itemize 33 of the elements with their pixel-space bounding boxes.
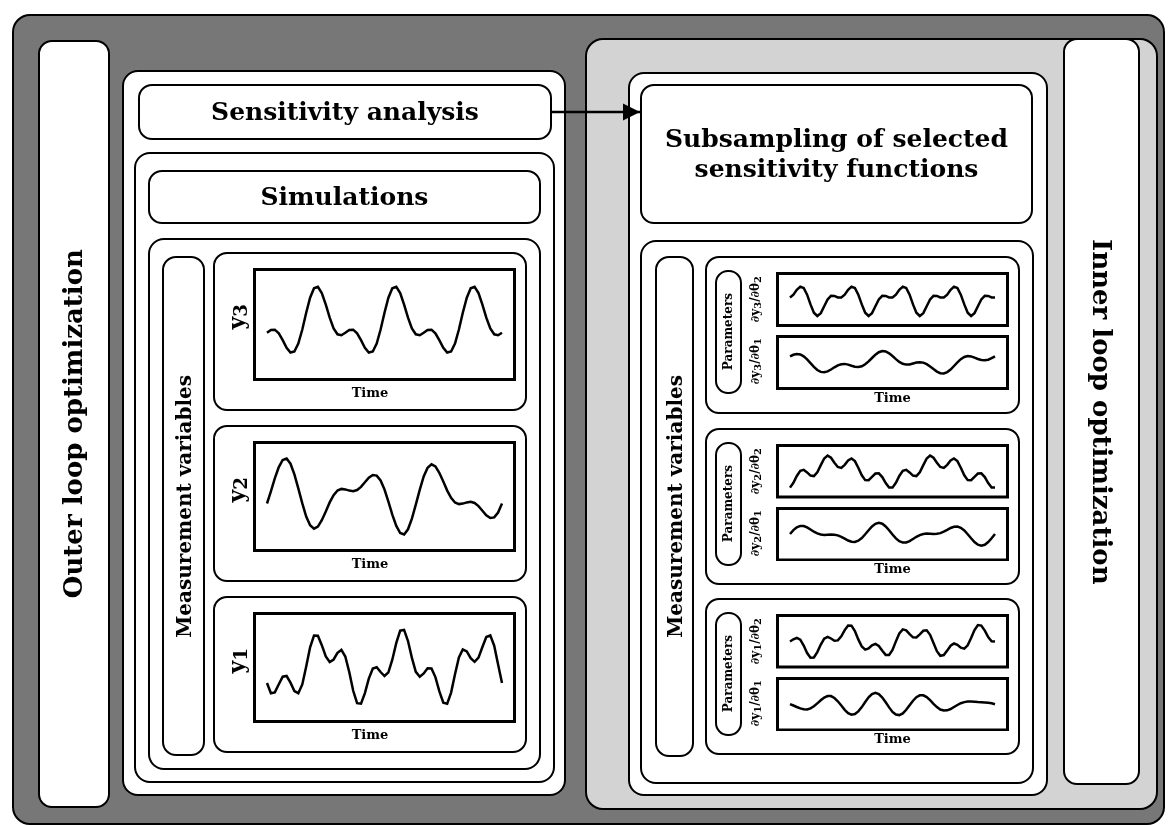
parameters-box: [715, 270, 742, 394]
plot-panel: [213, 596, 527, 753]
box-label: Sensitivity analysis: [210, 97, 480, 127]
plot-panel: [705, 598, 1020, 755]
axis-label: Time: [873, 390, 912, 406]
label-box: [38, 40, 110, 808]
box-label: Measurement variables: [662, 375, 687, 638]
box-label: Simulations: [259, 182, 430, 212]
box-label: Parameters: [721, 635, 736, 713]
label-box: [162, 256, 205, 756]
box-label: Measurement variables: [171, 374, 196, 638]
plot-panel: [213, 252, 527, 411]
arrow: [552, 103, 640, 121]
parameters-box: [715, 612, 742, 736]
box-label: Parameters: [721, 465, 736, 543]
axis-label: Time: [873, 731, 912, 747]
parameters-box: [715, 442, 742, 566]
box-label: Subsampling of selected sensitivity functions: [664, 124, 1009, 184]
axis-label: Time: [350, 556, 390, 572]
plot-panel: [213, 425, 527, 582]
process-box: [148, 170, 541, 224]
process-box: [640, 84, 1033, 224]
box-label: Inner loop optimization: [1086, 238, 1118, 585]
box-label: Parameters: [721, 293, 736, 371]
plot-panel: [705, 256, 1020, 414]
process-box: [138, 84, 552, 140]
label-box: [1063, 38, 1140, 785]
axis-label: Time: [350, 385, 390, 401]
box-label: Outer loop optimization: [58, 249, 90, 599]
plot-panel: [705, 428, 1020, 585]
label-box: [655, 256, 694, 757]
axis-label: Time: [350, 727, 390, 743]
axis-label: Time: [873, 561, 912, 577]
